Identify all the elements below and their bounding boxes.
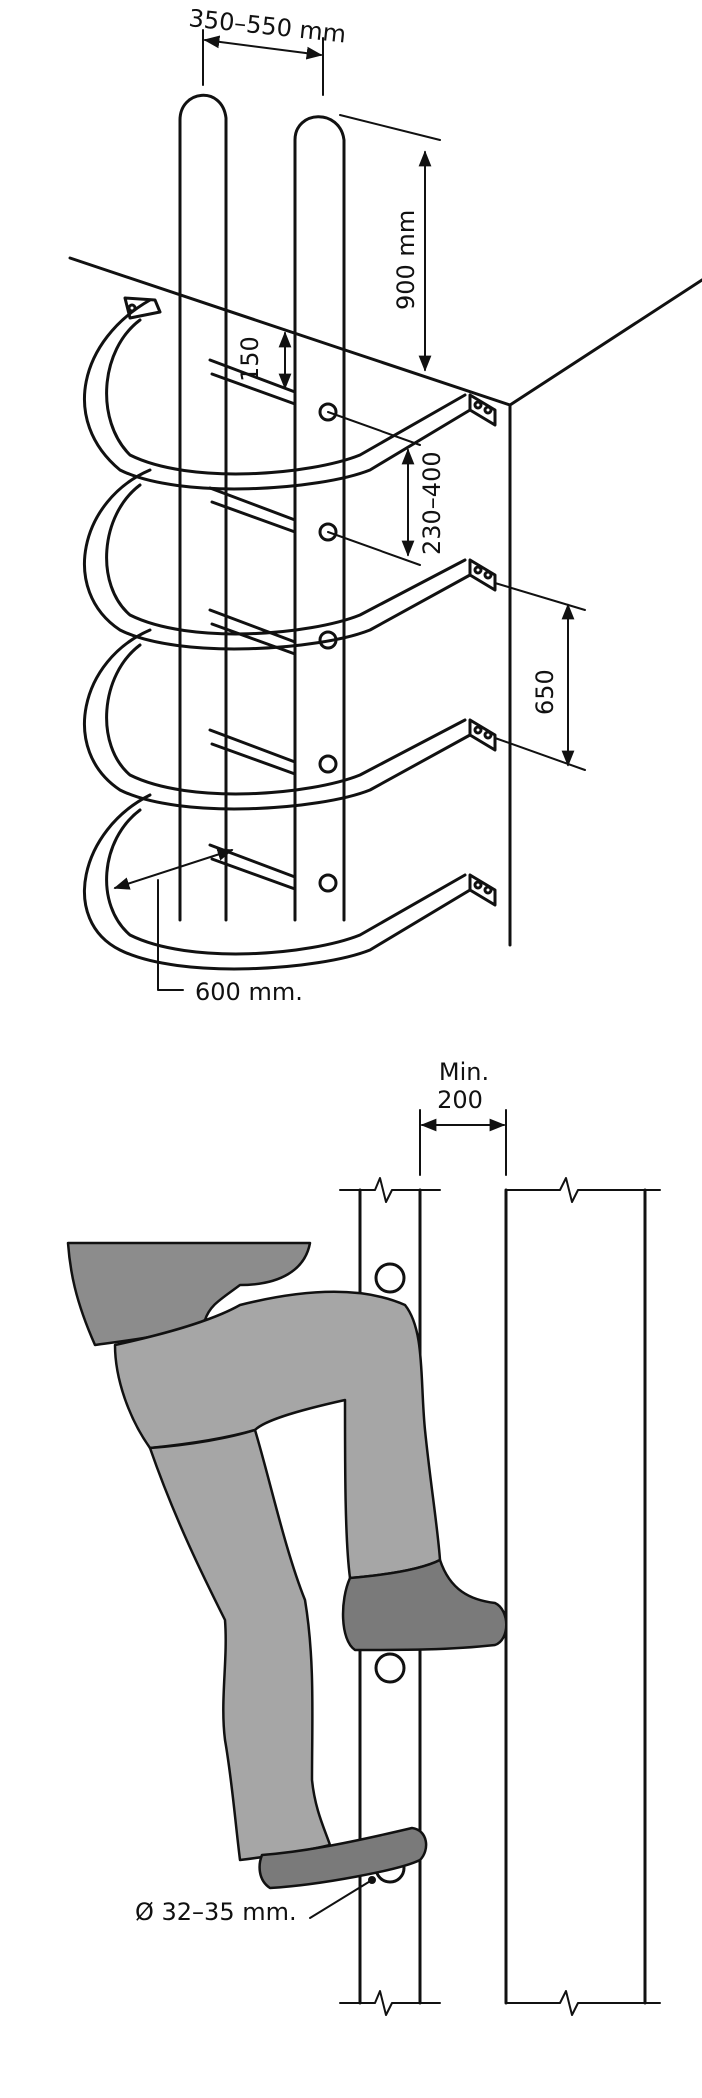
person-upper-foot — [341, 1558, 508, 1652]
rail-bolts — [318, 402, 338, 893]
ladder-rails — [178, 93, 346, 922]
label-top-rung: 150 — [236, 336, 264, 382]
climbing-clearance-diagram — [66, 1109, 661, 2016]
dim-rung-diameter — [309, 1876, 376, 1919]
label-hoop-pitch: 650 — [531, 669, 559, 715]
label-hoop-depth: 600 mm. — [195, 978, 303, 1006]
ladder-rungs — [208, 358, 297, 891]
cage-ladder-diagram — [68, 29, 702, 991]
safety-cage-hoops — [83, 296, 497, 971]
label-rung-diameter: Ø 32–35 mm. — [135, 1898, 297, 1926]
dim-extension-height — [339, 114, 441, 372]
person-standing-leg — [148, 1428, 332, 1862]
break-marks — [339, 1177, 661, 2016]
dim-hoop-pitch — [494, 582, 586, 771]
label-extension-height: 900 mm — [392, 210, 420, 310]
label-clearance-line1: Min. — [439, 1058, 489, 1086]
label-hoop-spacing: 230–400 — [418, 451, 446, 555]
climbing-person — [66, 1241, 508, 1890]
dim-clearance — [419, 1109, 507, 1176]
building-wall — [68, 256, 702, 947]
dim-hoop-depth — [113, 848, 234, 991]
dim-rail-spacing — [202, 29, 324, 96]
label-clearance-line2: 200 — [437, 1086, 483, 1114]
person-lower-foot — [258, 1826, 428, 1890]
dim-hoop-spacing — [327, 411, 421, 566]
